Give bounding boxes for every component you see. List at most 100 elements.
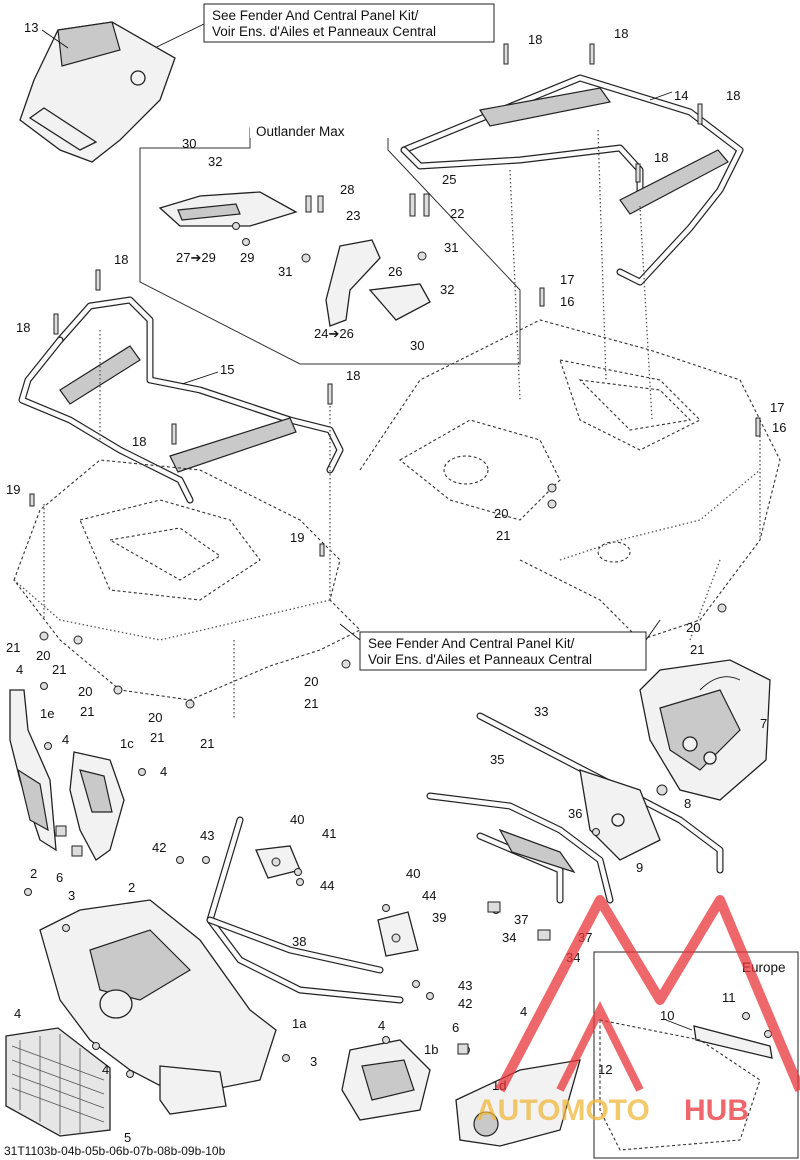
- callout-26: 26: [388, 264, 402, 279]
- callout-30: 30: [410, 338, 424, 353]
- automotohub-watermark: AUTOMOTO HUB: [476, 895, 800, 1127]
- callout-18: 18: [346, 368, 360, 383]
- callout-labels: 13 18 18 14 18 18 30 32 28 25 23 22 27➔2…: [6, 20, 786, 1145]
- part-1c-side-panel: [69, 751, 125, 861]
- callout-6: 6: [56, 870, 63, 885]
- part-33-rear-frame: [426, 712, 724, 904]
- callout-43: 43: [458, 978, 472, 993]
- callout-40: 40: [290, 812, 304, 827]
- diagram-code: 31T1103b-04b-05b-06b-07b-08b-09b-10b: [4, 1144, 226, 1158]
- callout-18: 18: [132, 434, 146, 449]
- callout-40: 40: [406, 866, 420, 881]
- callout-44: 44: [422, 888, 436, 903]
- top-note-line1: See Fender And Central Panel Kit/: [212, 8, 419, 23]
- hardware-bolts: [24, 43, 761, 1078]
- callout-20: 20: [36, 648, 50, 663]
- callout-15: 15: [220, 362, 234, 377]
- callout-17: 17: [560, 272, 574, 287]
- mid-kit-note: See Fender And Central Panel Kit/ Voir E…: [339, 619, 661, 671]
- callout-44: 44: [320, 878, 334, 893]
- callout-3: 3: [310, 1054, 317, 1069]
- callout-21: 21: [6, 640, 20, 655]
- callout-4: 4: [520, 1004, 527, 1019]
- callout-32: 32: [440, 282, 454, 297]
- callout-37: 37: [514, 912, 528, 927]
- callout-4: 4: [378, 1018, 385, 1033]
- callout-21: 21: [80, 704, 94, 719]
- callout-42: 42: [152, 840, 166, 855]
- callout-23: 23: [346, 208, 360, 223]
- callout-21: 21: [304, 696, 318, 711]
- callout-38: 38: [292, 934, 306, 949]
- callout-14: 14: [674, 88, 688, 103]
- callout-4: 4: [62, 732, 69, 747]
- callout-10: 10: [660, 1008, 674, 1023]
- callout-31: 31: [444, 240, 458, 255]
- part-7-tail-light: [639, 659, 771, 801]
- callout-13: 13: [24, 20, 38, 35]
- callout-20: 20: [78, 684, 92, 699]
- callout-16: 16: [772, 420, 786, 435]
- callout-22: 22: [450, 206, 464, 221]
- callout-28: 28: [340, 182, 354, 197]
- callout-34: 34: [502, 930, 516, 945]
- callout-36: 36: [568, 806, 582, 821]
- callout-41: 41: [322, 826, 336, 841]
- callout-19: 19: [290, 530, 304, 545]
- callout-20: 20: [686, 620, 700, 635]
- callout-1c: 1c: [120, 736, 134, 751]
- callout-11: 11: [722, 990, 736, 1005]
- callout-35: 35: [490, 752, 504, 767]
- callout-31: 31: [278, 264, 292, 279]
- top-note-line2: Voir Ens. d'Ailes et Panneaux Central: [212, 24, 436, 39]
- callout-19: 19: [6, 482, 20, 497]
- callout-18: 18: [726, 88, 740, 103]
- watermark-text-a: AUTOMOTO: [476, 1094, 650, 1127]
- rear-fender-outline: [359, 319, 781, 641]
- callout-2: 2: [30, 866, 37, 881]
- callout-32: 32: [208, 154, 222, 169]
- callout-18: 18: [16, 320, 30, 335]
- outlander-max-inset: Outlander Max: [139, 120, 521, 365]
- callout-4: 4: [14, 1006, 21, 1021]
- callout-27-29: 27➔29: [176, 250, 216, 265]
- callout-18: 18: [614, 26, 628, 41]
- callout-18: 18: [528, 32, 542, 47]
- callout-42: 42: [458, 996, 472, 1011]
- assembly-guides: [43, 129, 761, 720]
- callout-4: 4: [160, 764, 167, 779]
- callout-21: 21: [150, 730, 164, 745]
- part-1a-front-fascia: [39, 899, 277, 1115]
- callout-3: 3: [68, 888, 75, 903]
- callout-8: 8: [684, 796, 691, 811]
- callout-6: 6: [452, 1020, 459, 1035]
- callout-21: 21: [690, 642, 704, 657]
- callout-1b: 1b: [424, 1042, 438, 1057]
- part-1d-lamp-housing: [455, 1059, 581, 1147]
- outlander-max-title: Outlander Max: [256, 124, 345, 139]
- callout-43: 43: [200, 828, 214, 843]
- callout-25: 25: [442, 172, 456, 187]
- callout-30: 30: [182, 136, 196, 151]
- part-15-front-rack: [18, 296, 344, 504]
- callout-17: 17: [770, 400, 784, 415]
- part-13-cover: [19, 21, 176, 163]
- part-1b-lamp-housing: [341, 1039, 431, 1121]
- callout-4: 4: [16, 662, 23, 677]
- callout-29: 29: [240, 250, 254, 265]
- callout-20: 20: [148, 710, 162, 725]
- part-1e-side-panel: [9, 689, 57, 852]
- callout-9: 9: [636, 860, 643, 875]
- callout-1e: 1e: [40, 706, 54, 721]
- mid-note-line2: Voir Ens. d'Ailes et Panneaux Central: [368, 652, 592, 667]
- callout-1a: 1a: [292, 1016, 307, 1031]
- watermark-text-b: HUB: [684, 1094, 749, 1127]
- mid-note-line1: See Fender And Central Panel Kit/: [368, 636, 575, 651]
- callout-24-26: 24➔26: [314, 326, 354, 341]
- callout-20: 20: [304, 674, 318, 689]
- callout-21: 21: [200, 736, 214, 751]
- top-kit-note: See Fender And Central Panel Kit/ Voir E…: [129, 3, 495, 61]
- callout-5: 5: [124, 1130, 131, 1145]
- callout-39: 39: [432, 910, 446, 925]
